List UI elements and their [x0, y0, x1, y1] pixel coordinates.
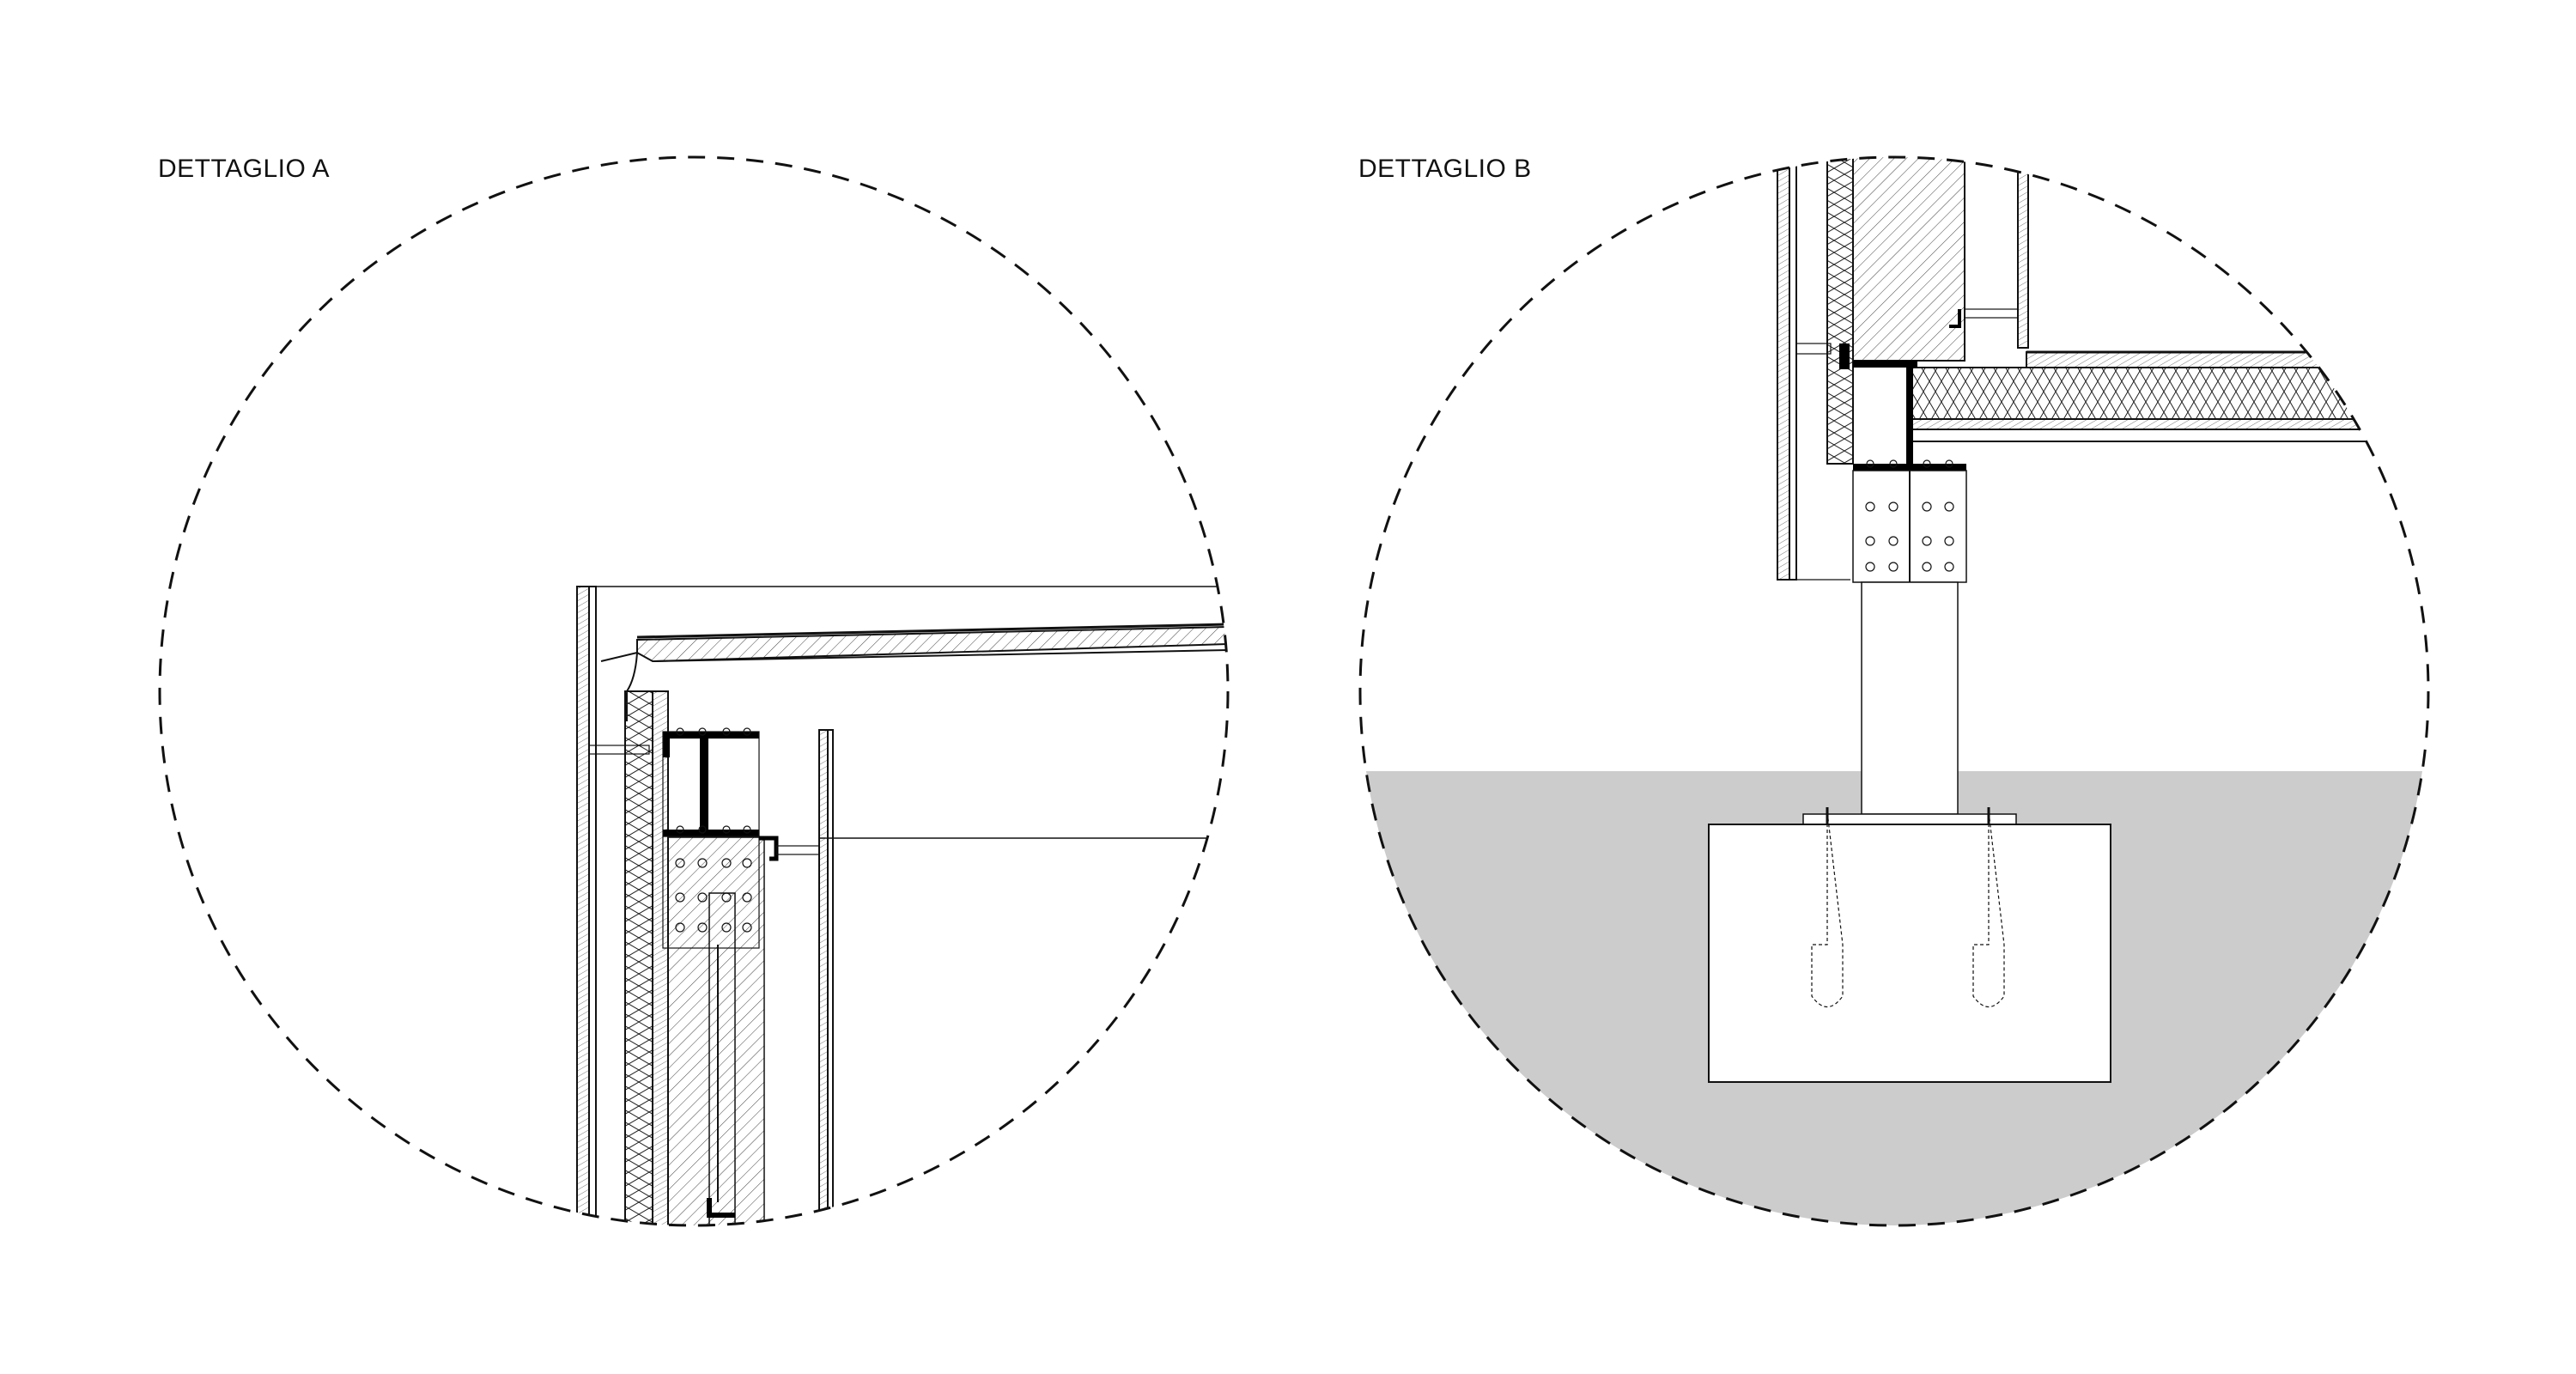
detail-a-door-channel — [707, 892, 736, 1225]
detail-a-roof-sheet — [600, 623, 1228, 721]
detail-a-title: DETTAGLIO A — [158, 155, 330, 183]
detail-b-drawing — [1358, 155, 2430, 1227]
detail-a-bracket — [588, 745, 1219, 861]
detail-a-inner-panel — [818, 729, 834, 1225]
detail-b-wall-layers — [1795, 157, 1965, 465]
detail-b-title: DETTAGLIO B — [1358, 155, 1532, 183]
detail-b-inner-panel — [1949, 171, 2029, 349]
detail-b-steel-beam — [1839, 344, 1966, 471]
detail-a-outer-cladding — [576, 586, 1219, 1225]
detail-a-boundary-circle — [158, 155, 1230, 1227]
detail-a-connection-plate — [662, 727, 760, 949]
detail-b-boundary-circle — [1358, 155, 2430, 1227]
detail-a-steel-beam — [663, 732, 759, 836]
detail-a-wall-layers — [624, 690, 765, 1225]
detail-b-column — [1852, 459, 1967, 815]
detail-b-foundation — [1708, 807, 2111, 1083]
detail-b-exterior-cladding — [1777, 157, 1850, 581]
detail-a-drawing — [158, 155, 1230, 1227]
